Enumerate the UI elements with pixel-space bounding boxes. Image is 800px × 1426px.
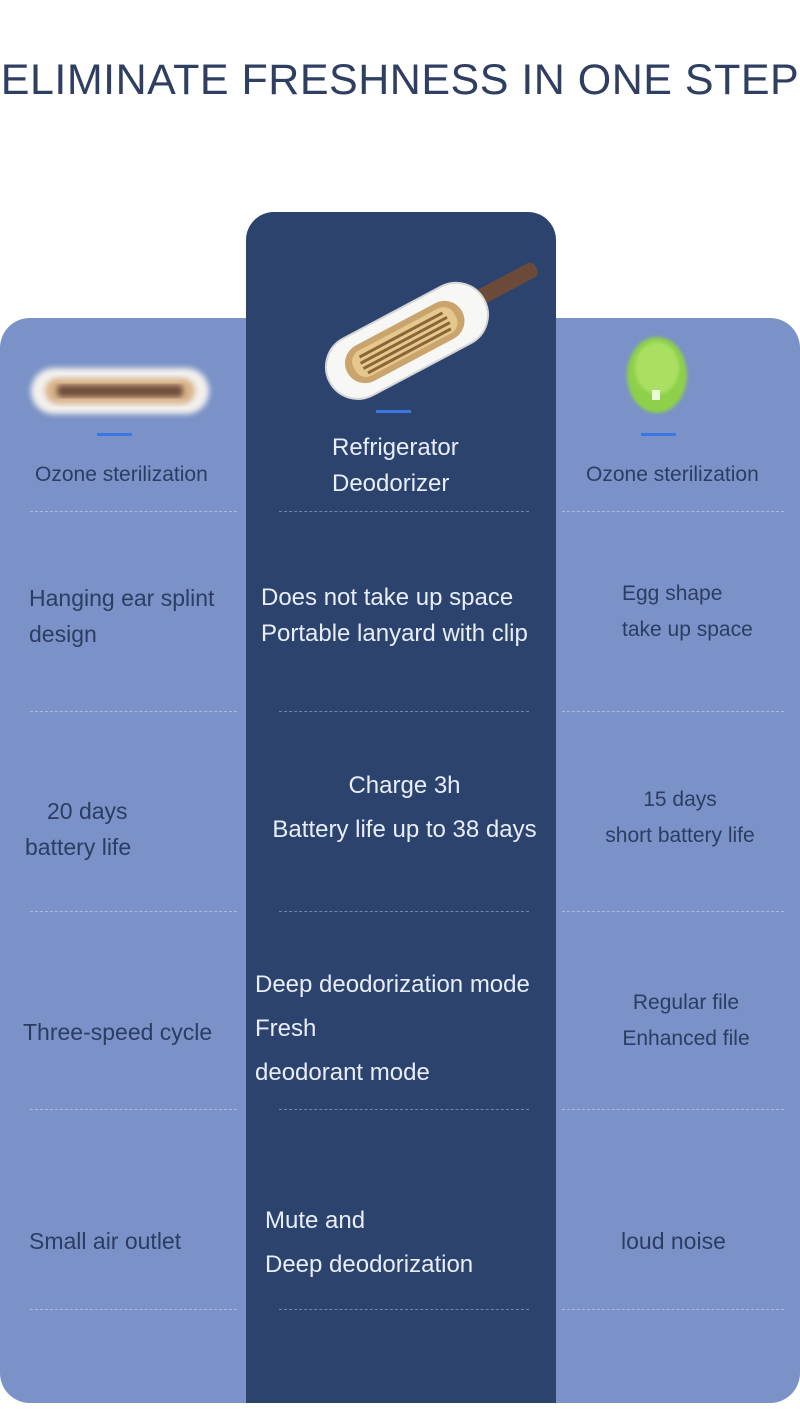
bar-deodorizer-icon [31,368,209,414]
left-row-2: 20 days battery life [25,793,131,865]
right-row-4: loud noise [621,1223,726,1259]
center-row-2: Charge 3h Battery life up to 38 days [261,764,548,852]
left-divider [30,1109,237,1110]
left-accent-line [97,433,132,436]
right-heading: Ozone sterilization [586,463,759,486]
center-accent-line [376,410,411,413]
right-divider [562,711,784,712]
right-row-1-line-2: take up space [622,618,753,641]
center-divider [279,1109,529,1110]
center-row-3-line-2: Fresh [255,1015,317,1042]
center-row-4: Mute and Deep deodorization [265,1199,473,1287]
center-row-4-line-1: Mute and [265,1207,366,1234]
right-divider [562,511,784,512]
left-row-1-line-2: design [29,621,97,647]
right-row-2-line-1: 15 days [643,788,717,811]
right-divider [562,1309,784,1310]
center-heading-line-1: Refrigerator [332,434,459,461]
right-comparison-panel [530,318,800,1403]
left-row-4: Small air outlet [29,1223,181,1259]
page-title: ELIMINATE FRESHNESS IN ONE STEP [0,56,800,104]
right-divider [562,1109,784,1110]
center-row-3: Deep deodorization mode Fresh deodorant … [255,963,530,1095]
left-row-3-line-1: Three-speed cycle [23,1019,213,1045]
center-heading: Refrigerator Deodorizer [332,430,459,502]
right-row-1: Egg shape take up space [622,576,753,648]
left-row-2-line-2: battery life [25,834,132,860]
right-row-4-line-1: loud noise [621,1228,726,1254]
refrigerator-deodorizer-icon [324,262,538,400]
right-row-2: 15 days short battery life [600,782,760,854]
center-divider [279,511,529,512]
center-row-3-line-3: deodorant mode [255,1059,430,1086]
center-row-3-line-1: Deep deodorization mode [255,971,530,998]
left-divider [30,911,237,912]
center-row-1: Does not take up space Portable lanyard … [261,580,528,652]
left-row-1: Hanging ear splint design [29,580,214,652]
center-heading-line-2: Deodorizer [332,470,450,497]
left-divider [30,511,237,512]
left-row-2-line-1: 20 days [47,798,128,824]
left-divider [30,711,237,712]
egg-deodorizer-icon [627,337,687,413]
left-comparison-panel [0,318,270,1403]
right-row-1-line-1: Egg shape [622,582,723,605]
left-row-3: Three-speed cycle [23,1014,212,1050]
center-divider [279,711,529,712]
center-row-2-line-1: Charge 3h [348,772,461,799]
right-row-3-line-2: Enhanced file [622,1027,750,1050]
center-row-4-line-2: Deep deodorization [265,1251,474,1278]
right-row-3: Regular file Enhanced file [621,985,751,1057]
center-row-1-line-2: Portable lanyard with clip [261,620,528,647]
left-divider [30,1309,237,1310]
right-accent-line [641,433,676,436]
left-row-1-line-1: Hanging ear splint [29,585,215,611]
center-divider [279,1309,529,1310]
right-row-2-line-2: short battery life [605,824,755,847]
center-row-2-line-2: Battery life up to 38 days [272,816,537,843]
right-divider [562,911,784,912]
left-heading: Ozone sterilization [35,463,208,486]
center-row-1-line-1: Does not take up space [261,584,514,611]
right-row-3-line-1: Regular file [632,991,740,1014]
center-divider [279,911,529,912]
left-row-4-line-1: Small air outlet [29,1228,182,1254]
